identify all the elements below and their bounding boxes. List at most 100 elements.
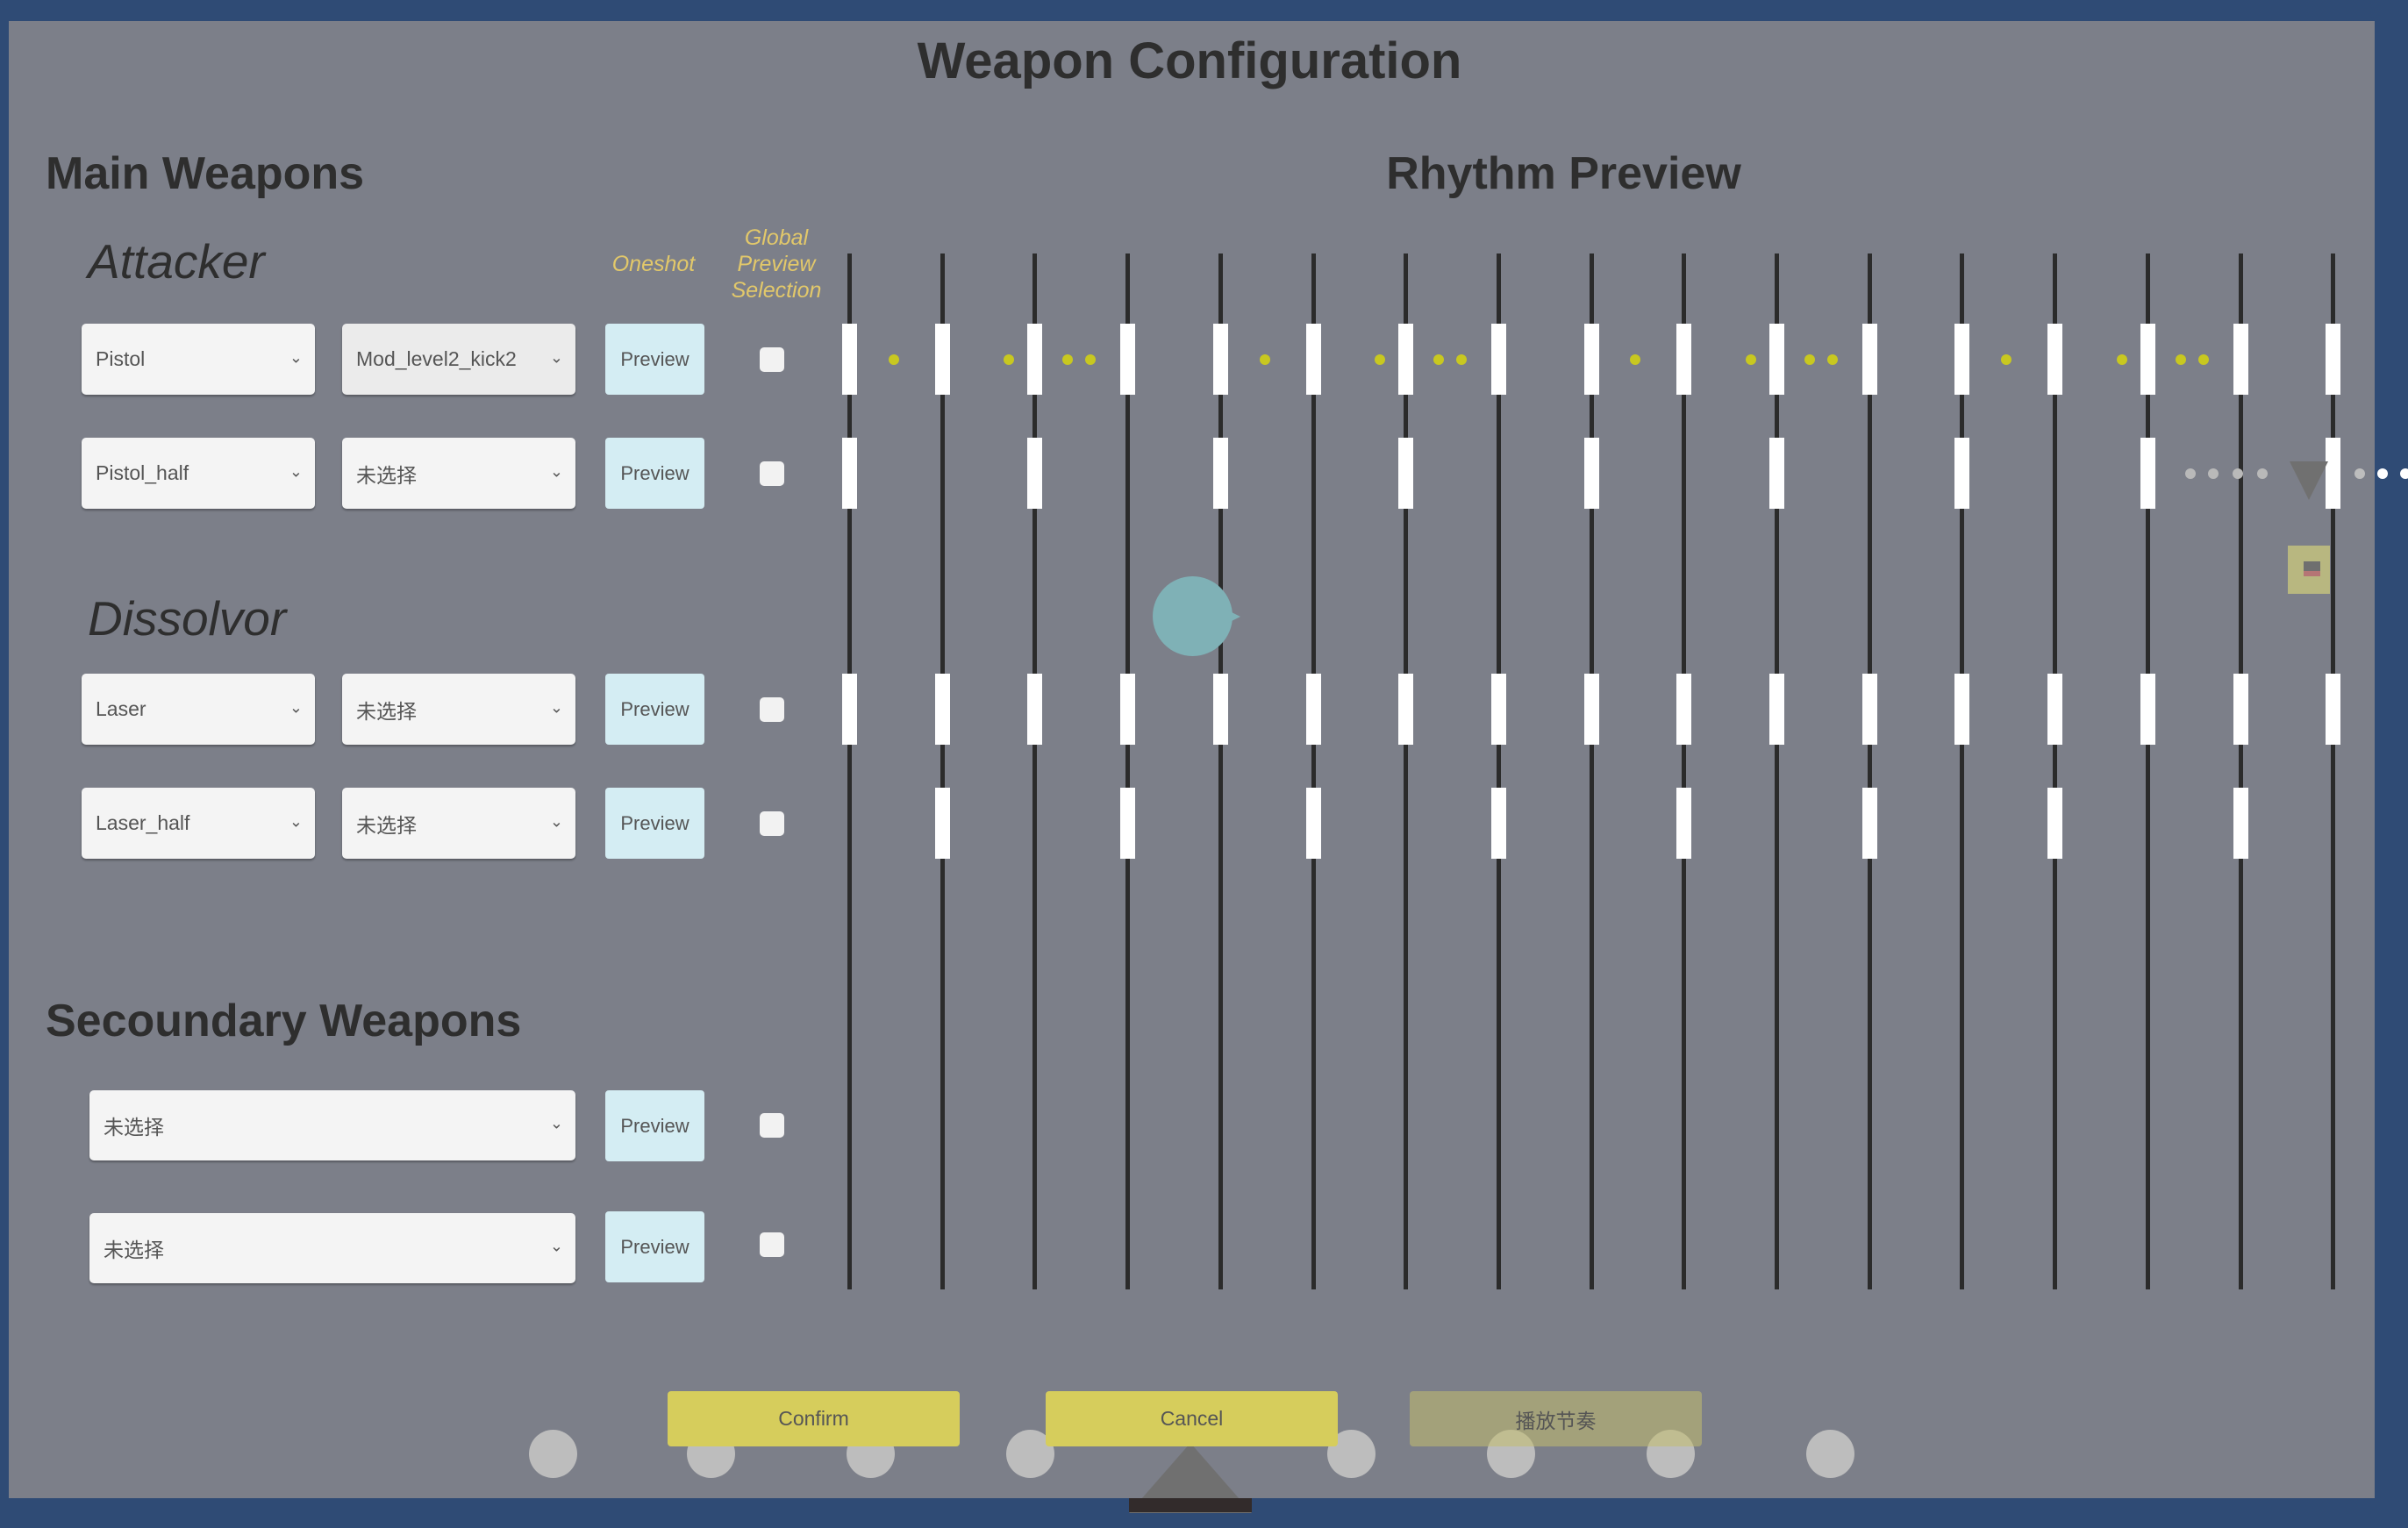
beat-line	[1960, 253, 1964, 1289]
beat-bar	[1862, 324, 1877, 395]
beat-bar	[1306, 674, 1321, 745]
sound-dropdown[interactable]: 未选择⌄	[342, 438, 575, 509]
hit-dot	[2001, 354, 2011, 365]
dropdown-value: 未选择	[356, 813, 417, 837]
beat-line	[2239, 253, 2243, 1289]
hit-dot	[1746, 354, 1757, 365]
global-preview-checkbox[interactable]	[760, 811, 784, 836]
hit-dot	[1062, 354, 1073, 365]
oneshot-header: Oneshot	[611, 252, 696, 276]
beat-bar	[935, 324, 950, 395]
weapon-dropdown[interactable]: Laser⌄	[82, 674, 315, 745]
beat-bar	[1676, 674, 1691, 745]
global-preview-checkbox[interactable]	[760, 347, 784, 372]
beat-bar	[1862, 674, 1877, 745]
beat-bar	[1398, 324, 1413, 395]
beat-bar	[2233, 324, 2248, 395]
beat-bar	[2326, 324, 2340, 395]
beat-bar	[1954, 438, 1969, 509]
hit-dot	[2198, 354, 2209, 365]
player-marker-icon	[1153, 576, 1233, 656]
beat-bar	[1027, 674, 1042, 745]
secondary-preview-button-1[interactable]: Preview	[605, 1090, 704, 1161]
incoming-dot	[2185, 468, 2196, 479]
play-rhythm-button[interactable]: 播放节奏	[1410, 1391, 1702, 1446]
incoming-dot	[2377, 468, 2388, 479]
oneshot-preview-button[interactable]: Preview	[605, 438, 704, 509]
pointer-base	[1129, 1498, 1252, 1512]
secondary-global-preview-checkbox-1[interactable]	[760, 1113, 784, 1138]
beat-line	[1404, 253, 1408, 1289]
beat-bar	[2047, 788, 2062, 859]
beat-bar	[2140, 324, 2155, 395]
oneshot-preview-button[interactable]: Preview	[605, 674, 704, 745]
beat-bar	[1306, 324, 1321, 395]
chevron-down-icon: ⌄	[289, 811, 303, 830]
chevron-down-icon: ⌄	[289, 461, 303, 480]
incoming-dot	[2208, 468, 2219, 479]
beat-bar	[1954, 674, 1969, 745]
hit-dot	[1827, 354, 1838, 365]
beat-bar	[1862, 788, 1877, 859]
hit-dot	[1375, 354, 1386, 365]
weapon-dropdown[interactable]: Pistol ⌄	[82, 324, 315, 395]
global-preview-checkbox[interactable]	[760, 697, 784, 722]
confirm-button[interactable]: Confirm	[668, 1391, 960, 1446]
beat-bar	[1769, 438, 1784, 509]
hit-dot	[1260, 354, 1270, 365]
beat-bar	[1769, 324, 1784, 395]
page-title: Weapon Configuration	[917, 32, 1462, 89]
main-weapons-heading: Main Weapons	[46, 148, 365, 199]
hit-dot	[1456, 354, 1467, 365]
chevron-down-icon: ⌄	[549, 1114, 563, 1132]
sound-dropdown[interactable]: Mod_level2_kick2⌄	[342, 324, 575, 395]
beat-line	[847, 253, 852, 1289]
incoming-dot	[2257, 468, 2268, 479]
beat-bar	[1120, 788, 1135, 859]
beat-bar	[935, 674, 950, 745]
oneshot-preview-button[interactable]: Preview	[605, 788, 704, 859]
beat-bar	[842, 674, 857, 745]
beat-bar	[1213, 438, 1228, 509]
hit-dot	[889, 354, 899, 365]
beat-bar	[1213, 324, 1228, 395]
hit-dot	[1004, 354, 1015, 365]
chevron-down-icon: ⌄	[289, 347, 303, 366]
beat-bar	[2233, 674, 2248, 745]
secondary-global-preview-checkbox-2[interactable]	[760, 1232, 784, 1257]
beat-bar	[1491, 324, 1506, 395]
hit-dot	[1630, 354, 1640, 365]
secondary-weapon-dropdown-2[interactable]: 未选择 ⌄	[89, 1213, 575, 1283]
beat-bar	[935, 788, 950, 859]
beat-line	[1775, 253, 1779, 1289]
dropdown-value: Pistol	[96, 347, 146, 370]
dropdown-value: 未选择	[104, 1239, 164, 1261]
cancel-button[interactable]: Cancel	[1046, 1391, 1338, 1446]
beat-bar	[1120, 324, 1135, 395]
group-attacker: Attacker	[88, 234, 265, 289]
beat-line	[1311, 253, 1316, 1289]
secondary-preview-button-2[interactable]: Preview	[605, 1211, 704, 1282]
beat-line	[2053, 253, 2057, 1289]
chevron-down-icon: ⌄	[549, 1237, 563, 1255]
weapon-dropdown[interactable]: Laser_half⌄	[82, 788, 315, 859]
sound-dropdown[interactable]: 未选择⌄	[342, 788, 575, 859]
secondary-weapons-heading: Secoundary Weapons	[46, 996, 522, 1046]
global-preview-checkbox[interactable]	[760, 461, 784, 486]
sound-dropdown[interactable]: 未选择⌄	[342, 674, 575, 745]
weapon-dropdown[interactable]: Pistol_half⌄	[82, 438, 315, 509]
beat-bar	[2326, 674, 2340, 745]
group-dissolvor: Dissolvor	[88, 591, 287, 646]
beat-line	[1868, 253, 1872, 1289]
secondary-weapon-dropdown-1[interactable]: 未选择⌄	[89, 1090, 575, 1160]
oneshot-preview-button[interactable]: Preview	[605, 324, 704, 395]
incoming-dot	[2354, 468, 2365, 479]
beat-bar	[2047, 674, 2062, 745]
beat-line	[2331, 253, 2335, 1289]
beat-bar	[1769, 674, 1784, 745]
hit-dot	[2117, 354, 2128, 365]
beat-line	[1590, 253, 1594, 1289]
beat-indicator-circle	[1806, 1430, 1854, 1478]
beat-bar	[1398, 674, 1413, 745]
drop-triangle-icon	[2290, 461, 2328, 500]
